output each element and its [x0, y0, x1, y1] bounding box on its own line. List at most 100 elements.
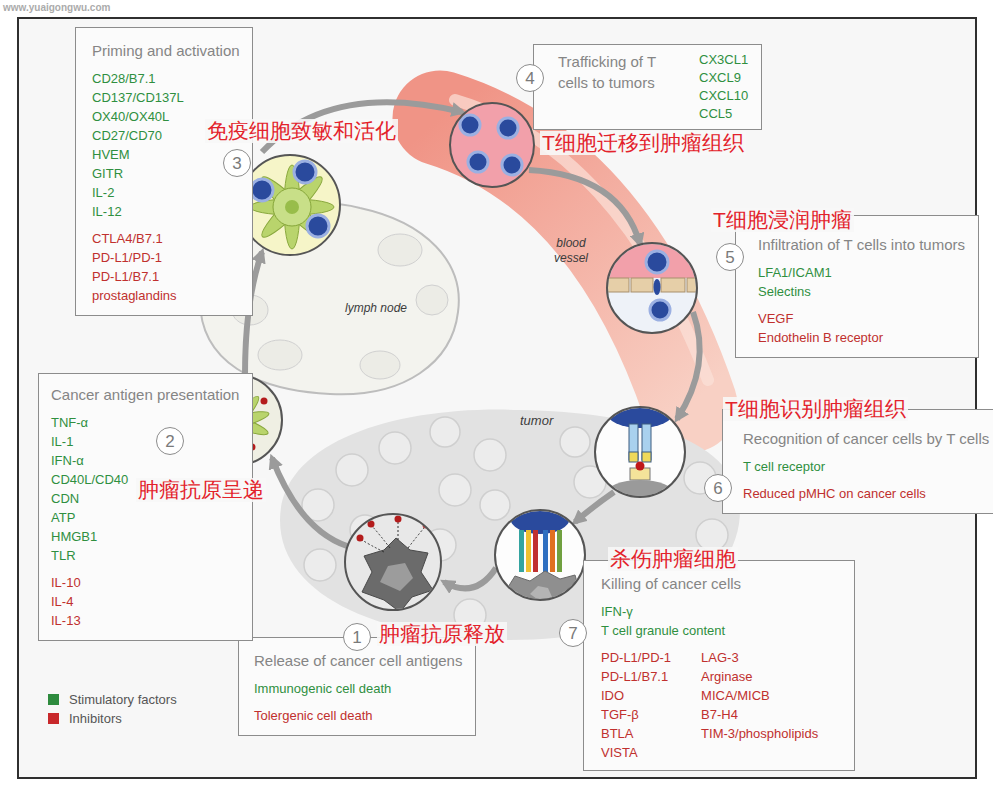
- illustration-label: blood vessel: [546, 236, 596, 266]
- text-column: Priming and activation: [92, 40, 240, 61]
- infiltration-figure: [600, 238, 710, 333]
- callout-number: 7: [568, 625, 577, 642]
- legend-item: Stimulatory factors: [48, 692, 177, 707]
- legend-swatch: [48, 694, 59, 705]
- step-heading: Priming and activation: [92, 40, 240, 61]
- inhibitor: Endothelin B receptor: [758, 328, 883, 347]
- antigen-dot: [261, 398, 268, 405]
- callout-number: 6: [713, 480, 722, 497]
- step-number: 4: [516, 64, 544, 92]
- step-number: 2: [156, 427, 184, 455]
- inhibitor: IL-10: [51, 573, 81, 592]
- figure-outline: [240, 155, 340, 255]
- text-row: CD28/B7.1CD137/CD137LOX40/OX40LCD27/CD70…: [92, 69, 242, 221]
- inhibitor: IL-13: [51, 611, 81, 630]
- follicle: [416, 285, 448, 315]
- cancer-cell: [606, 480, 674, 508]
- text-row: Recognition of cancer cells by T cells: [743, 428, 992, 449]
- text-row: T cell receptor: [743, 457, 992, 476]
- stimulatory-factor: Immunogenic cell death: [254, 679, 391, 698]
- antigen-dot: [395, 516, 402, 523]
- step-number: 6: [704, 474, 732, 502]
- t-cell: [502, 155, 522, 175]
- legend-item: Inhibitors: [48, 711, 122, 726]
- text-column: PD-L1/PD-1PD-L1/B7.1IDOTGF-βBTLAVISTA: [601, 648, 671, 762]
- stimulatory-factor: T cell receptor: [743, 457, 825, 476]
- stimulatory-factor: IL-2: [92, 183, 114, 202]
- figure-ground: [450, 103, 534, 187]
- stimulatory-factor: CX3CL1: [699, 51, 748, 69]
- figure-ground: [240, 155, 340, 255]
- annotation: T细胞迁移到肿瘤组织: [540, 131, 746, 155]
- stimulatory-factor: CXCL10: [699, 87, 748, 105]
- text-row: CTLA4/B7.1PD-L1/PD-1PD-L1/B7.1prostaglan…: [92, 229, 242, 305]
- text-column: Release of cancer cell antigens: [254, 650, 462, 671]
- endothelial-cell: [661, 278, 685, 292]
- text-column: Cancer antigen presentation: [51, 384, 239, 405]
- step-number: 1: [343, 623, 371, 651]
- step-heading: Infiltration of T cells into tumors: [758, 234, 965, 255]
- figure-outline: [495, 510, 585, 600]
- tumor-cell: [379, 432, 411, 464]
- text-row: Trafficking of T cells to tumorsCX3CL1CX…: [558, 51, 751, 123]
- tumor-cell: [439, 474, 471, 506]
- inhibitor: IDO: [601, 686, 624, 705]
- t-cell: [468, 152, 488, 172]
- figure-outline: [345, 514, 441, 610]
- follicle: [258, 340, 302, 370]
- text-row: Tolergenic cell death: [254, 706, 465, 725]
- inhibitor: Tolergenic cell death: [254, 706, 373, 725]
- killing-figure: [495, 502, 585, 606]
- cycle-arrow: [529, 170, 640, 244]
- inhibitor: PD-L1/B7.1: [92, 267, 159, 286]
- step-box: Cancer antigen presentationTNF-αIL-1IFN-…: [38, 373, 253, 641]
- t-cell: [294, 161, 316, 183]
- inhibitor: Arginase: [701, 667, 752, 686]
- step-heading: Killing of cancer cells: [601, 573, 741, 594]
- stimulatory-factor: HMGB1: [51, 527, 97, 546]
- stimulatory-factor: LFA1/ICAM1: [758, 263, 832, 282]
- tumor-cell: [304, 549, 336, 581]
- text-row: Release of cancer cell antigens: [254, 650, 465, 671]
- t-cell: [251, 179, 273, 201]
- text-column: Immunogenic cell death: [254, 679, 391, 698]
- text-column: CX3CL1CXCL9CXCL10CCL5: [699, 51, 748, 123]
- inhibitor: Reduced pMHC on cancer cells: [743, 484, 926, 503]
- stimulatory-factor: IL-12: [92, 202, 122, 221]
- text-column: Reduced pMHC on cancer cells: [743, 484, 926, 503]
- inhibitor: TIM-3/phospholipids: [701, 724, 818, 743]
- annotation: 肿瘤抗原释放: [377, 622, 507, 646]
- text-row: IL-10IL-4IL-13: [51, 573, 242, 630]
- callout-number: 5: [725, 249, 734, 266]
- t-cell: [646, 251, 668, 273]
- text-row: LFA1/ICAM1Selectins: [758, 263, 968, 301]
- cell-core: [380, 563, 413, 591]
- receptor-chain: [543, 530, 548, 572]
- step-box: Infiltration of T cells into tumorsLFA1/…: [735, 215, 979, 358]
- text-column: IFN-γT cell granule content: [601, 602, 725, 640]
- text-column: TNF-αIL-1IFN-αCD40L/CD40CDNATPHMGB1TLR: [51, 413, 128, 565]
- tumor-cell: [480, 490, 510, 520]
- text-column: Tolergenic cell death: [254, 706, 373, 725]
- follicle: [378, 234, 422, 266]
- inhibitor: IL-4: [51, 592, 73, 611]
- stimulatory-factor: CDN: [51, 489, 79, 508]
- cycle-arrow: [272, 458, 347, 546]
- text-column: LFA1/ICAM1Selectins: [758, 263, 832, 301]
- legend-text: Inhibitors: [69, 711, 122, 726]
- text-column: LAG-3ArginaseMICA/MICBB7-H4TIM-3/phospho…: [701, 648, 818, 743]
- inhibitor: MICA/MICB: [701, 686, 770, 705]
- step-heading: Release of cancer cell antigens: [254, 650, 462, 671]
- step-heading: Cancer antigen presentation: [51, 384, 239, 405]
- inhibitor: B7-H4: [701, 705, 738, 724]
- text-column: VEGFEndothelin B receptor: [758, 309, 883, 347]
- callout-number: 3: [232, 155, 241, 172]
- t-cell: [606, 396, 674, 428]
- inhibitor: prostaglandins: [92, 286, 177, 305]
- annotation: 肿瘤抗原呈递: [136, 478, 266, 502]
- stimulatory-factor: T cell granule content: [601, 621, 725, 640]
- stimulatory-factor: CD27/CD70: [92, 126, 162, 145]
- text-column: Infiltration of T cells into tumors: [758, 234, 965, 255]
- text-column: T cell receptor: [743, 457, 825, 476]
- annotation: T细胞识别肿瘤组织: [723, 397, 908, 421]
